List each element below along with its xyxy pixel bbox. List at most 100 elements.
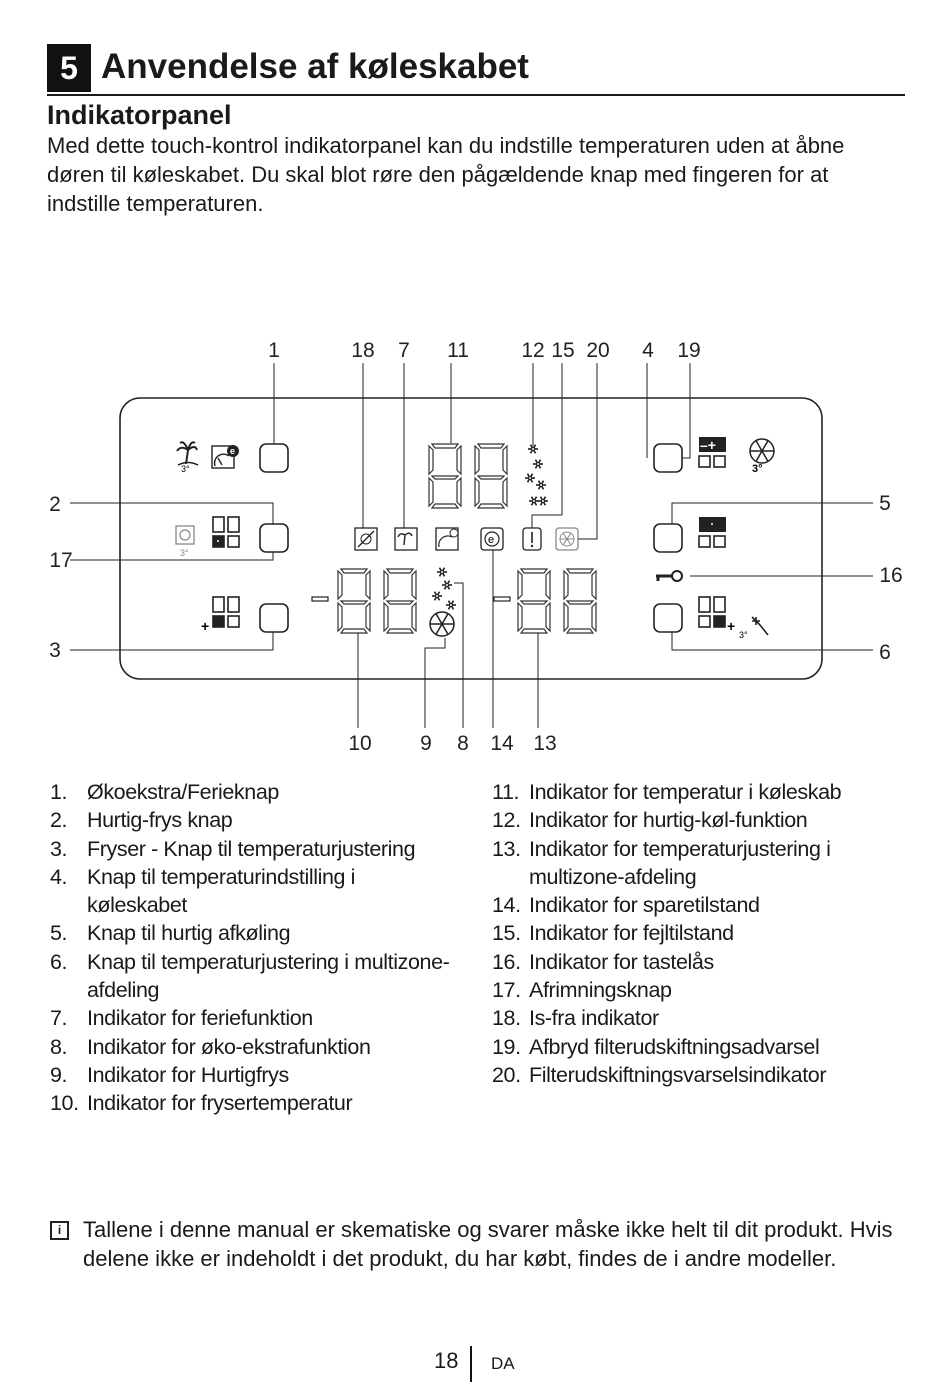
footer-divider bbox=[470, 1346, 472, 1382]
svg-text:e: e bbox=[488, 534, 494, 546]
holiday-indicator bbox=[394, 527, 418, 551]
list-item: 6.Knap til temperaturjustering i multizo… bbox=[50, 949, 450, 1003]
list-item: 13.Indikator for temperaturjustering i m… bbox=[492, 836, 831, 889]
multizone-digit-1 bbox=[517, 568, 551, 634]
list-item: 14.Indikator for sparetilstand bbox=[492, 893, 760, 918]
note-box: i Tallene i denne manual er skematiske o… bbox=[50, 1216, 910, 1273]
callout-label: 1 bbox=[268, 339, 280, 362]
callout-label: 12 bbox=[521, 339, 544, 362]
callout-label: 19 bbox=[677, 339, 700, 362]
svg-text:–+: –+ bbox=[700, 437, 716, 453]
freezer-digit-2 bbox=[383, 568, 417, 634]
callout-label: 17 bbox=[49, 549, 72, 572]
temp-label: 3° bbox=[181, 464, 190, 474]
section-header: 5 Anvendelse af køleskabet bbox=[47, 44, 905, 96]
multizone-minus-segment bbox=[493, 596, 511, 602]
list-item: 2.Hurtig-frys knap bbox=[50, 808, 233, 833]
list-item: 16.Indikator for tastelås bbox=[492, 949, 714, 974]
quick-freeze-zone-icon bbox=[212, 516, 240, 548]
multizone-adjust-icon: + 3° bbox=[698, 596, 769, 640]
page-number: 18 bbox=[434, 1348, 459, 1373]
key-icon bbox=[656, 570, 683, 582]
list-item: 1.Økoekstra/Ferieknap bbox=[50, 780, 279, 804]
filter-warning-indicator bbox=[555, 527, 579, 551]
ice-off-indicator bbox=[354, 527, 378, 551]
info-icon: i bbox=[50, 1221, 69, 1240]
freezer-minus-segment bbox=[311, 596, 329, 602]
eco-extra-holiday-button[interactable] bbox=[259, 443, 289, 473]
legend-list-right: 11.Indikator for temperatur i køleskab 1… bbox=[492, 778, 912, 1089]
control-panel-outline bbox=[119, 397, 823, 680]
quick-cool-zone-icon bbox=[698, 517, 726, 548]
eco-extra-indicator bbox=[435, 527, 459, 551]
svg-text:+: + bbox=[727, 618, 735, 634]
callout-label: 14 bbox=[490, 732, 514, 755]
quick-freeze-snowflake-icon bbox=[429, 611, 455, 637]
multizone-digit-2 bbox=[563, 568, 597, 634]
subsection-title: Indikatorpanel bbox=[47, 100, 232, 130]
fridge-temp-button[interactable] bbox=[653, 443, 683, 473]
callout-label: 9 bbox=[420, 732, 432, 755]
callout-label: 4 bbox=[642, 339, 654, 362]
indicator-panel-diagram: 3° e 3° + bbox=[49, 339, 903, 755]
list-item: 20.Filterudskiftningsvarselsindikator bbox=[492, 1062, 827, 1087]
callout-lines bbox=[70, 363, 873, 728]
snowflake-icon bbox=[537, 495, 549, 507]
note-text: Tallene i denne manual er skematiske og … bbox=[83, 1217, 893, 1271]
snowflake-icon bbox=[528, 495, 540, 507]
callout-label: 5 bbox=[879, 492, 891, 515]
list-item: 19.Afbryd filterudskiftningsadvarsel bbox=[492, 1034, 820, 1059]
callout-label: 3 bbox=[49, 639, 61, 662]
snowflake-icon bbox=[441, 579, 453, 591]
list-item: 9.Indikator for Hurtigfrys bbox=[50, 1062, 289, 1087]
freezer-temp-button[interactable] bbox=[259, 603, 289, 633]
quick-freeze-button[interactable] bbox=[259, 523, 289, 553]
callout-label: 6 bbox=[879, 641, 891, 664]
snowflake-icon bbox=[445, 599, 457, 611]
list-item: 17.Afrimningsknap bbox=[492, 978, 672, 1003]
callout-label: 15 bbox=[551, 339, 574, 362]
economy-mode-indicator: e bbox=[480, 527, 504, 551]
page-footer: 18 DA bbox=[0, 1346, 950, 1386]
quick-cool-button[interactable] bbox=[653, 523, 683, 553]
callout-label: 13 bbox=[533, 732, 556, 755]
fridge-digit-2 bbox=[474, 443, 508, 509]
snowflake-icon bbox=[431, 590, 443, 602]
fridge-digit-1 bbox=[428, 443, 462, 509]
list-item: 8.Indikator for øko-ekstrafunktion bbox=[50, 1034, 371, 1059]
svg-text:3°: 3° bbox=[180, 548, 189, 558]
list-item: 5.Knap til hurtig afkøling bbox=[50, 921, 291, 946]
svg-text:3°: 3° bbox=[739, 630, 748, 640]
freezer-digit-1 bbox=[337, 568, 371, 634]
list-item: 12.Indikator for hurtig-køl-funktion bbox=[492, 808, 808, 833]
error-indicator bbox=[522, 527, 542, 551]
filter-reset-icon: –+ bbox=[698, 437, 726, 468]
snowflake-icon bbox=[532, 458, 544, 470]
snowflake-icon bbox=[436, 566, 448, 578]
callout-label: 2 bbox=[49, 493, 61, 516]
snowflake-icon bbox=[524, 472, 536, 484]
list-item: 7.Indikator for feriefunktion bbox=[50, 1006, 313, 1031]
eco-gauge-icon: e bbox=[211, 445, 239, 469]
freezer-adjust-icon: + bbox=[201, 596, 240, 634]
callout-label: 20 bbox=[586, 339, 609, 362]
snowflake-icon bbox=[535, 479, 547, 491]
callout-label: 7 bbox=[398, 339, 410, 362]
list-item: 11.Indikator for temperatur i køleskab bbox=[492, 780, 842, 804]
legend-list-left: 1.Økoekstra/Ferieknap 2.Hurtig-frys knap… bbox=[50, 778, 470, 1118]
multizone-temp-button[interactable] bbox=[653, 603, 683, 633]
callout-label: 18 bbox=[351, 339, 374, 362]
intro-paragraph: Med dette touch-kontrol indikatorpanel k… bbox=[47, 133, 845, 216]
callout-label: 8 bbox=[457, 732, 469, 755]
callout-label: 11 bbox=[447, 339, 469, 362]
language-code: DA bbox=[491, 1354, 515, 1373]
list-item: 15.Indikator for fejltilstand bbox=[492, 921, 734, 946]
temp-label: 3° bbox=[752, 463, 763, 475]
callout-label: 10 bbox=[348, 732, 371, 755]
section-number: 5 bbox=[47, 44, 91, 92]
list-item: 18.Is-fra indikator bbox=[492, 1006, 659, 1031]
list-item: 3.Fryser - Knap til temperaturjustering bbox=[50, 836, 416, 861]
filter-snowflake-icon bbox=[749, 438, 775, 464]
list-item: 10.Indikator for frysertemperatur bbox=[50, 1091, 353, 1116]
palm-icon bbox=[176, 441, 199, 466]
